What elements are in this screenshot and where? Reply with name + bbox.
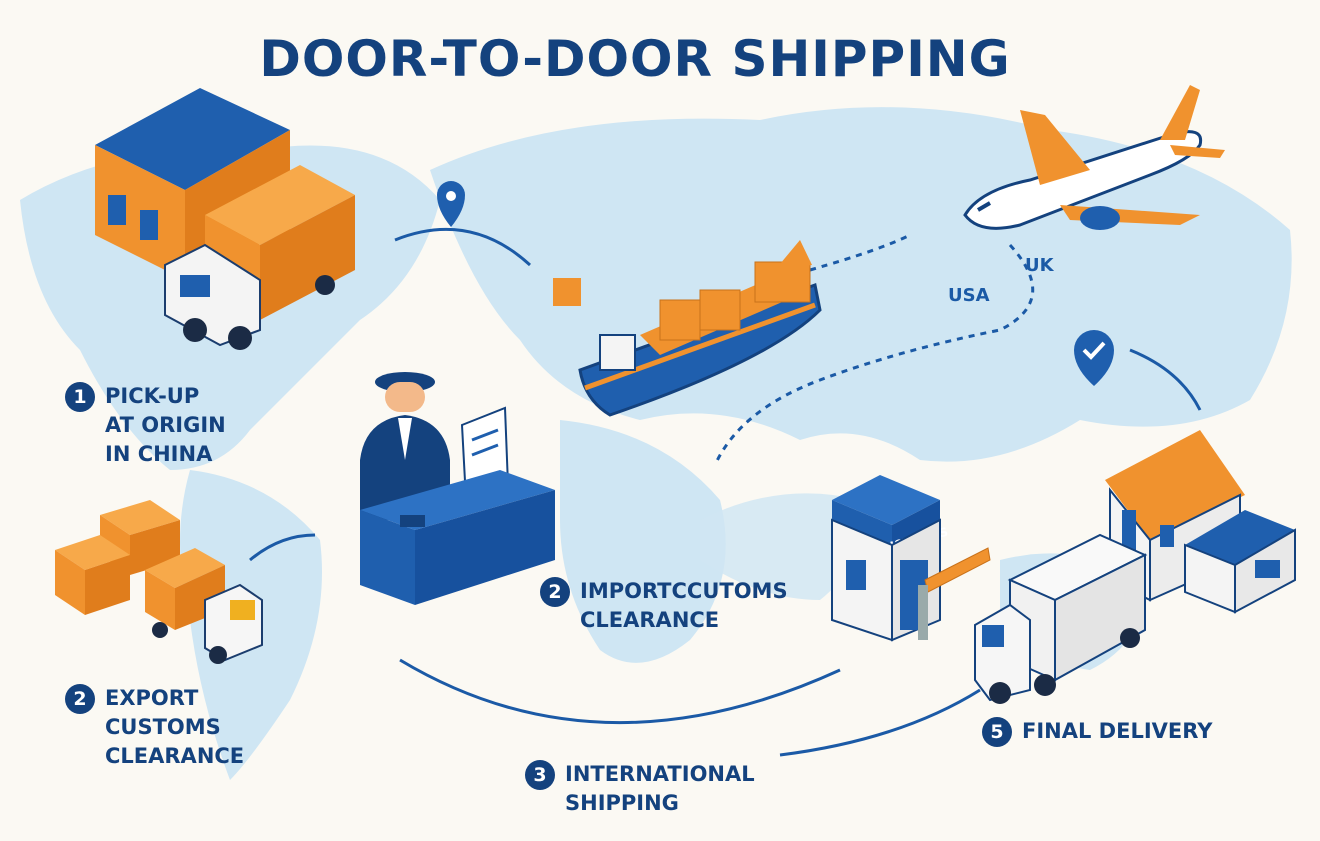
page-title: DOOR-TO-DOOR SHIPPING xyxy=(259,30,1011,88)
step-text: CLEARANCE xyxy=(580,608,720,632)
step-number-badge: 1 xyxy=(65,382,95,412)
step-text: AT ORIGIN xyxy=(105,413,226,437)
step-text: PICK-UP xyxy=(105,384,200,408)
check-pin-icon xyxy=(1074,330,1114,386)
location-pin-icon xyxy=(437,181,465,227)
customs-desk xyxy=(360,470,555,605)
step-text: INTERNATIONAL xyxy=(565,762,755,786)
pickup-truck xyxy=(164,165,355,350)
map-label-uk: UK xyxy=(1025,255,1054,276)
export-truck xyxy=(145,548,263,664)
route-lines xyxy=(249,227,1202,757)
step-number-badge: 5 xyxy=(982,717,1012,747)
destination-house xyxy=(1105,430,1296,614)
airplane xyxy=(963,85,1225,230)
cargo-ship xyxy=(578,240,822,417)
step-text: CUSTOMS xyxy=(105,715,221,739)
step-text: EXPORT xyxy=(105,686,199,710)
step-export-customs: 2 EXPORT CUSTOMS CLEARANCE xyxy=(65,684,244,771)
step-number-badge: 2 xyxy=(540,577,570,607)
step-number-badge: 2 xyxy=(65,684,95,714)
step-number-badge: 3 xyxy=(525,760,555,790)
step-pickup: 1 PICK-UP AT ORIGIN IN CHINA xyxy=(65,382,226,469)
small-box xyxy=(553,278,581,306)
step-final-delivery: 5 FINAL DELIVERY xyxy=(982,717,1212,747)
customs-booth: CUSTONCS xyxy=(831,475,991,642)
step-text: SHIPPING xyxy=(565,791,679,815)
step-text: FINAL DELIVERY xyxy=(1022,719,1213,743)
step-text: IN CHINA xyxy=(105,442,213,466)
delivery-truck xyxy=(974,533,1148,704)
step-text: CLEARANCE xyxy=(105,744,245,768)
step-text: IMPORTCCUTOMS xyxy=(580,579,788,603)
map-label-usa: USA xyxy=(948,285,990,306)
step-import-customs: 2 IMPORTCCUTOMS CLEARANCE xyxy=(540,577,788,635)
step-international-shipping: 3 INTERNATIONAL SHIPPING xyxy=(525,760,755,818)
